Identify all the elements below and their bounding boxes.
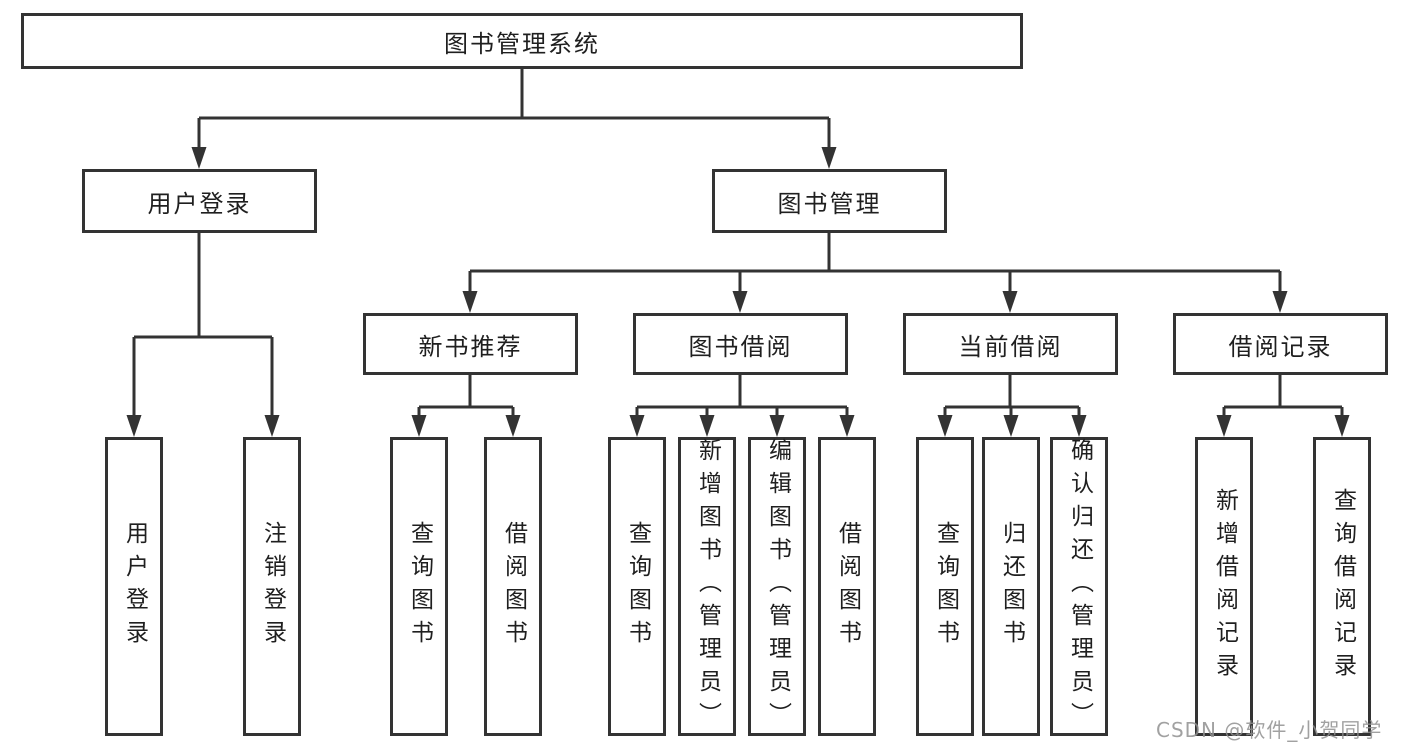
arrow-down-icon (937, 415, 953, 437)
leaf-add-book-admin: 新增图书（管理员） (678, 437, 736, 736)
leaf-query-book: 查询图书 (608, 437, 666, 736)
leaf-label: 查询图书 (624, 520, 651, 653)
connector-manage-to-sections (468, 233, 1282, 295)
leaf-label: 注销登录 (259, 520, 286, 653)
arrow-down-icon (462, 291, 478, 313)
leaf-label: 查询借阅记录 (1329, 487, 1356, 686)
leaf-label: 归还图书 (998, 520, 1025, 653)
leaf-label: 新增图书（管理员） (694, 438, 721, 735)
node-root-system: 图书管理系统 (21, 13, 1023, 69)
node-label: 用户登录 (147, 189, 252, 218)
leaf-borrow-book: 借阅图书 (484, 437, 542, 736)
connector-sec1-to-leaves (635, 375, 849, 419)
leaf-label: 借阅图书 (834, 520, 861, 653)
leaf-return-book: 归还图书 (982, 437, 1040, 736)
node-label: 图书管理 (777, 189, 882, 218)
arrow-down-icon (505, 415, 521, 437)
arrow-down-icon (126, 415, 142, 437)
leaf-query-book: 查询图书 (390, 437, 448, 736)
node-new-book-recommend: 新书推荐 (363, 313, 578, 375)
arrow-down-icon (839, 415, 855, 437)
connector-sec3-to-leaves (1222, 375, 1344, 419)
node-label: 图书管理系统 (444, 29, 600, 58)
node-label: 借阅记录 (1228, 332, 1333, 361)
arrow-down-icon (411, 415, 427, 437)
leaf-label: 借阅图书 (500, 520, 527, 653)
arrow-down-icon (191, 147, 207, 169)
connector-login-to-leaves (132, 233, 274, 419)
arrow-down-icon (1216, 415, 1232, 437)
node-current-borrow: 当前借阅 (903, 313, 1118, 375)
arrow-down-icon (732, 291, 748, 313)
arrow-down-icon (629, 415, 645, 437)
arrow-down-icon (699, 415, 715, 437)
arrow-down-icon (1002, 291, 1018, 313)
leaf-confirm-return-admin: 确认归还（管理员） (1050, 437, 1108, 736)
arrow-down-icon (821, 147, 837, 169)
leaf-label: 确认归还（管理员） (1066, 438, 1093, 735)
node-user-login: 用户登录 (82, 169, 317, 233)
leaf-label: 查询图书 (932, 520, 959, 653)
node-label: 图书借阅 (688, 332, 793, 361)
leaf-borrow-book: 借阅图书 (818, 437, 876, 736)
arrow-down-icon (264, 415, 280, 437)
node-book-borrow: 图书借阅 (633, 313, 848, 375)
arrow-down-icon (1071, 415, 1087, 437)
watermark: CSDN @软件_小贺同学 (1156, 718, 1383, 742)
leaf-label: 查询图书 (406, 520, 433, 653)
arrow-down-icon (1272, 291, 1288, 313)
node-borrow-records: 借阅记录 (1173, 313, 1388, 375)
leaf-user-login: 用户登录 (105, 437, 163, 736)
node-label: 新书推荐 (418, 332, 523, 361)
leaf-add-borrow-record: 新增借阅记录 (1195, 437, 1253, 736)
leaf-label: 编辑图书（管理员） (764, 438, 791, 735)
connector-sec0-to-leaves (417, 375, 515, 419)
leaf-query-borrow-record: 查询借阅记录 (1313, 437, 1371, 736)
arrow-down-icon (1334, 415, 1350, 437)
leaf-edit-book-admin: 编辑图书（管理员） (748, 437, 806, 736)
leaf-query-book: 查询图书 (916, 437, 974, 736)
arrow-down-icon (769, 415, 785, 437)
leaf-label: 用户登录 (121, 520, 148, 653)
connector-root-to-level2 (197, 68, 831, 151)
connector-sec2-to-leaves (943, 375, 1081, 419)
leaf-logout: 注销登录 (243, 437, 301, 736)
leaf-label: 新增借阅记录 (1211, 487, 1238, 686)
node-book-manage: 图书管理 (712, 169, 947, 233)
arrow-down-icon (1003, 415, 1019, 437)
node-label: 当前借阅 (958, 332, 1063, 361)
